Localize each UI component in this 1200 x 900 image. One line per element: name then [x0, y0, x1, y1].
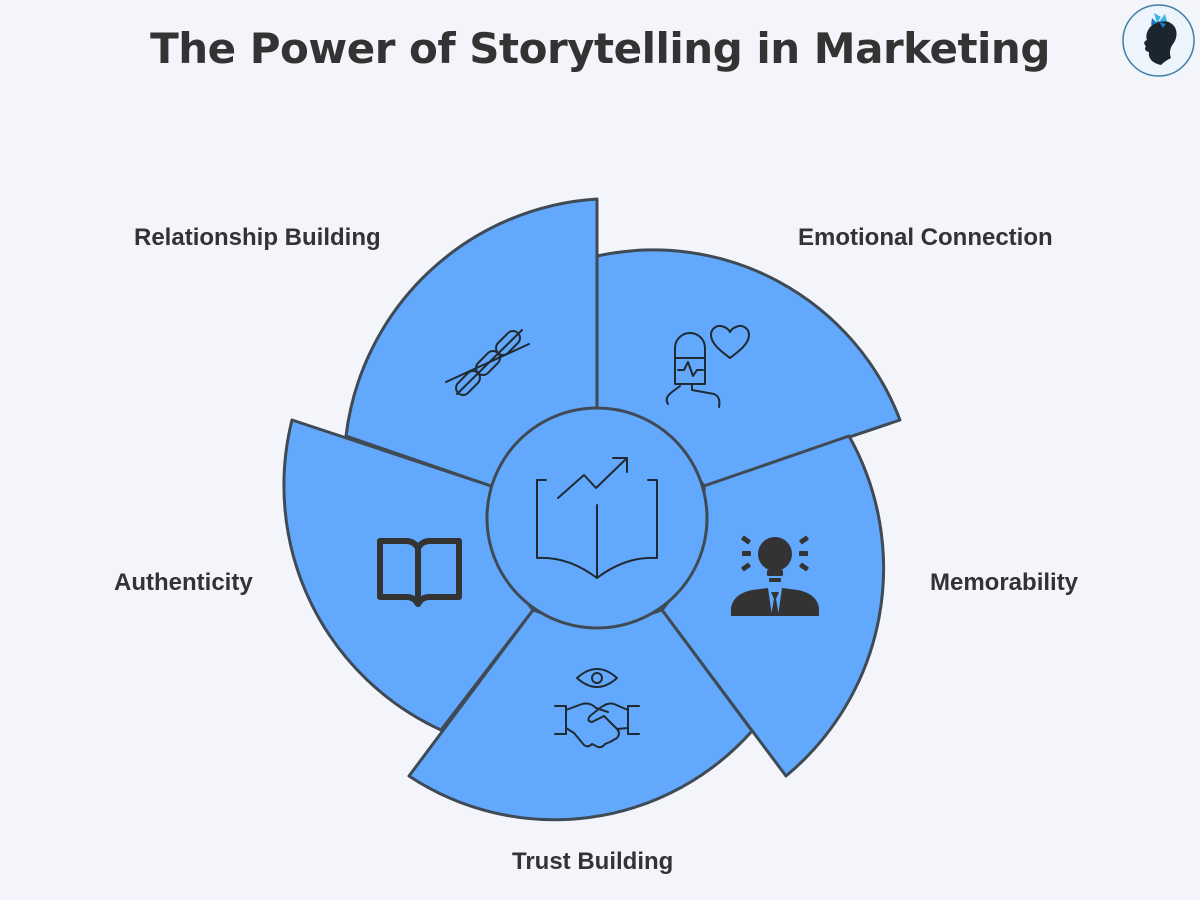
- open-book-icon: [377, 538, 462, 607]
- label-trust-building: Trust Building: [512, 848, 674, 875]
- chain-links-icon: [445, 329, 530, 396]
- label-emotional-connection: Emotional Connection: [798, 224, 1053, 251]
- lightbulb-person-icon: [731, 535, 819, 616]
- label-authenticity: Authenticity: [114, 569, 253, 596]
- open-book-with-growth-arrow-icon: [536, 457, 658, 579]
- woman-silhouette-butterfly-logo: [1122, 4, 1195, 77]
- label-memorability: Memorability: [930, 569, 1079, 596]
- label-relationship-building: Relationship Building: [134, 224, 381, 251]
- handshake-eye-icon: [554, 668, 640, 749]
- page-title: The Power of Storytelling in Marketing: [150, 24, 1050, 73]
- hand-touch-heart-icon: [665, 325, 750, 408]
